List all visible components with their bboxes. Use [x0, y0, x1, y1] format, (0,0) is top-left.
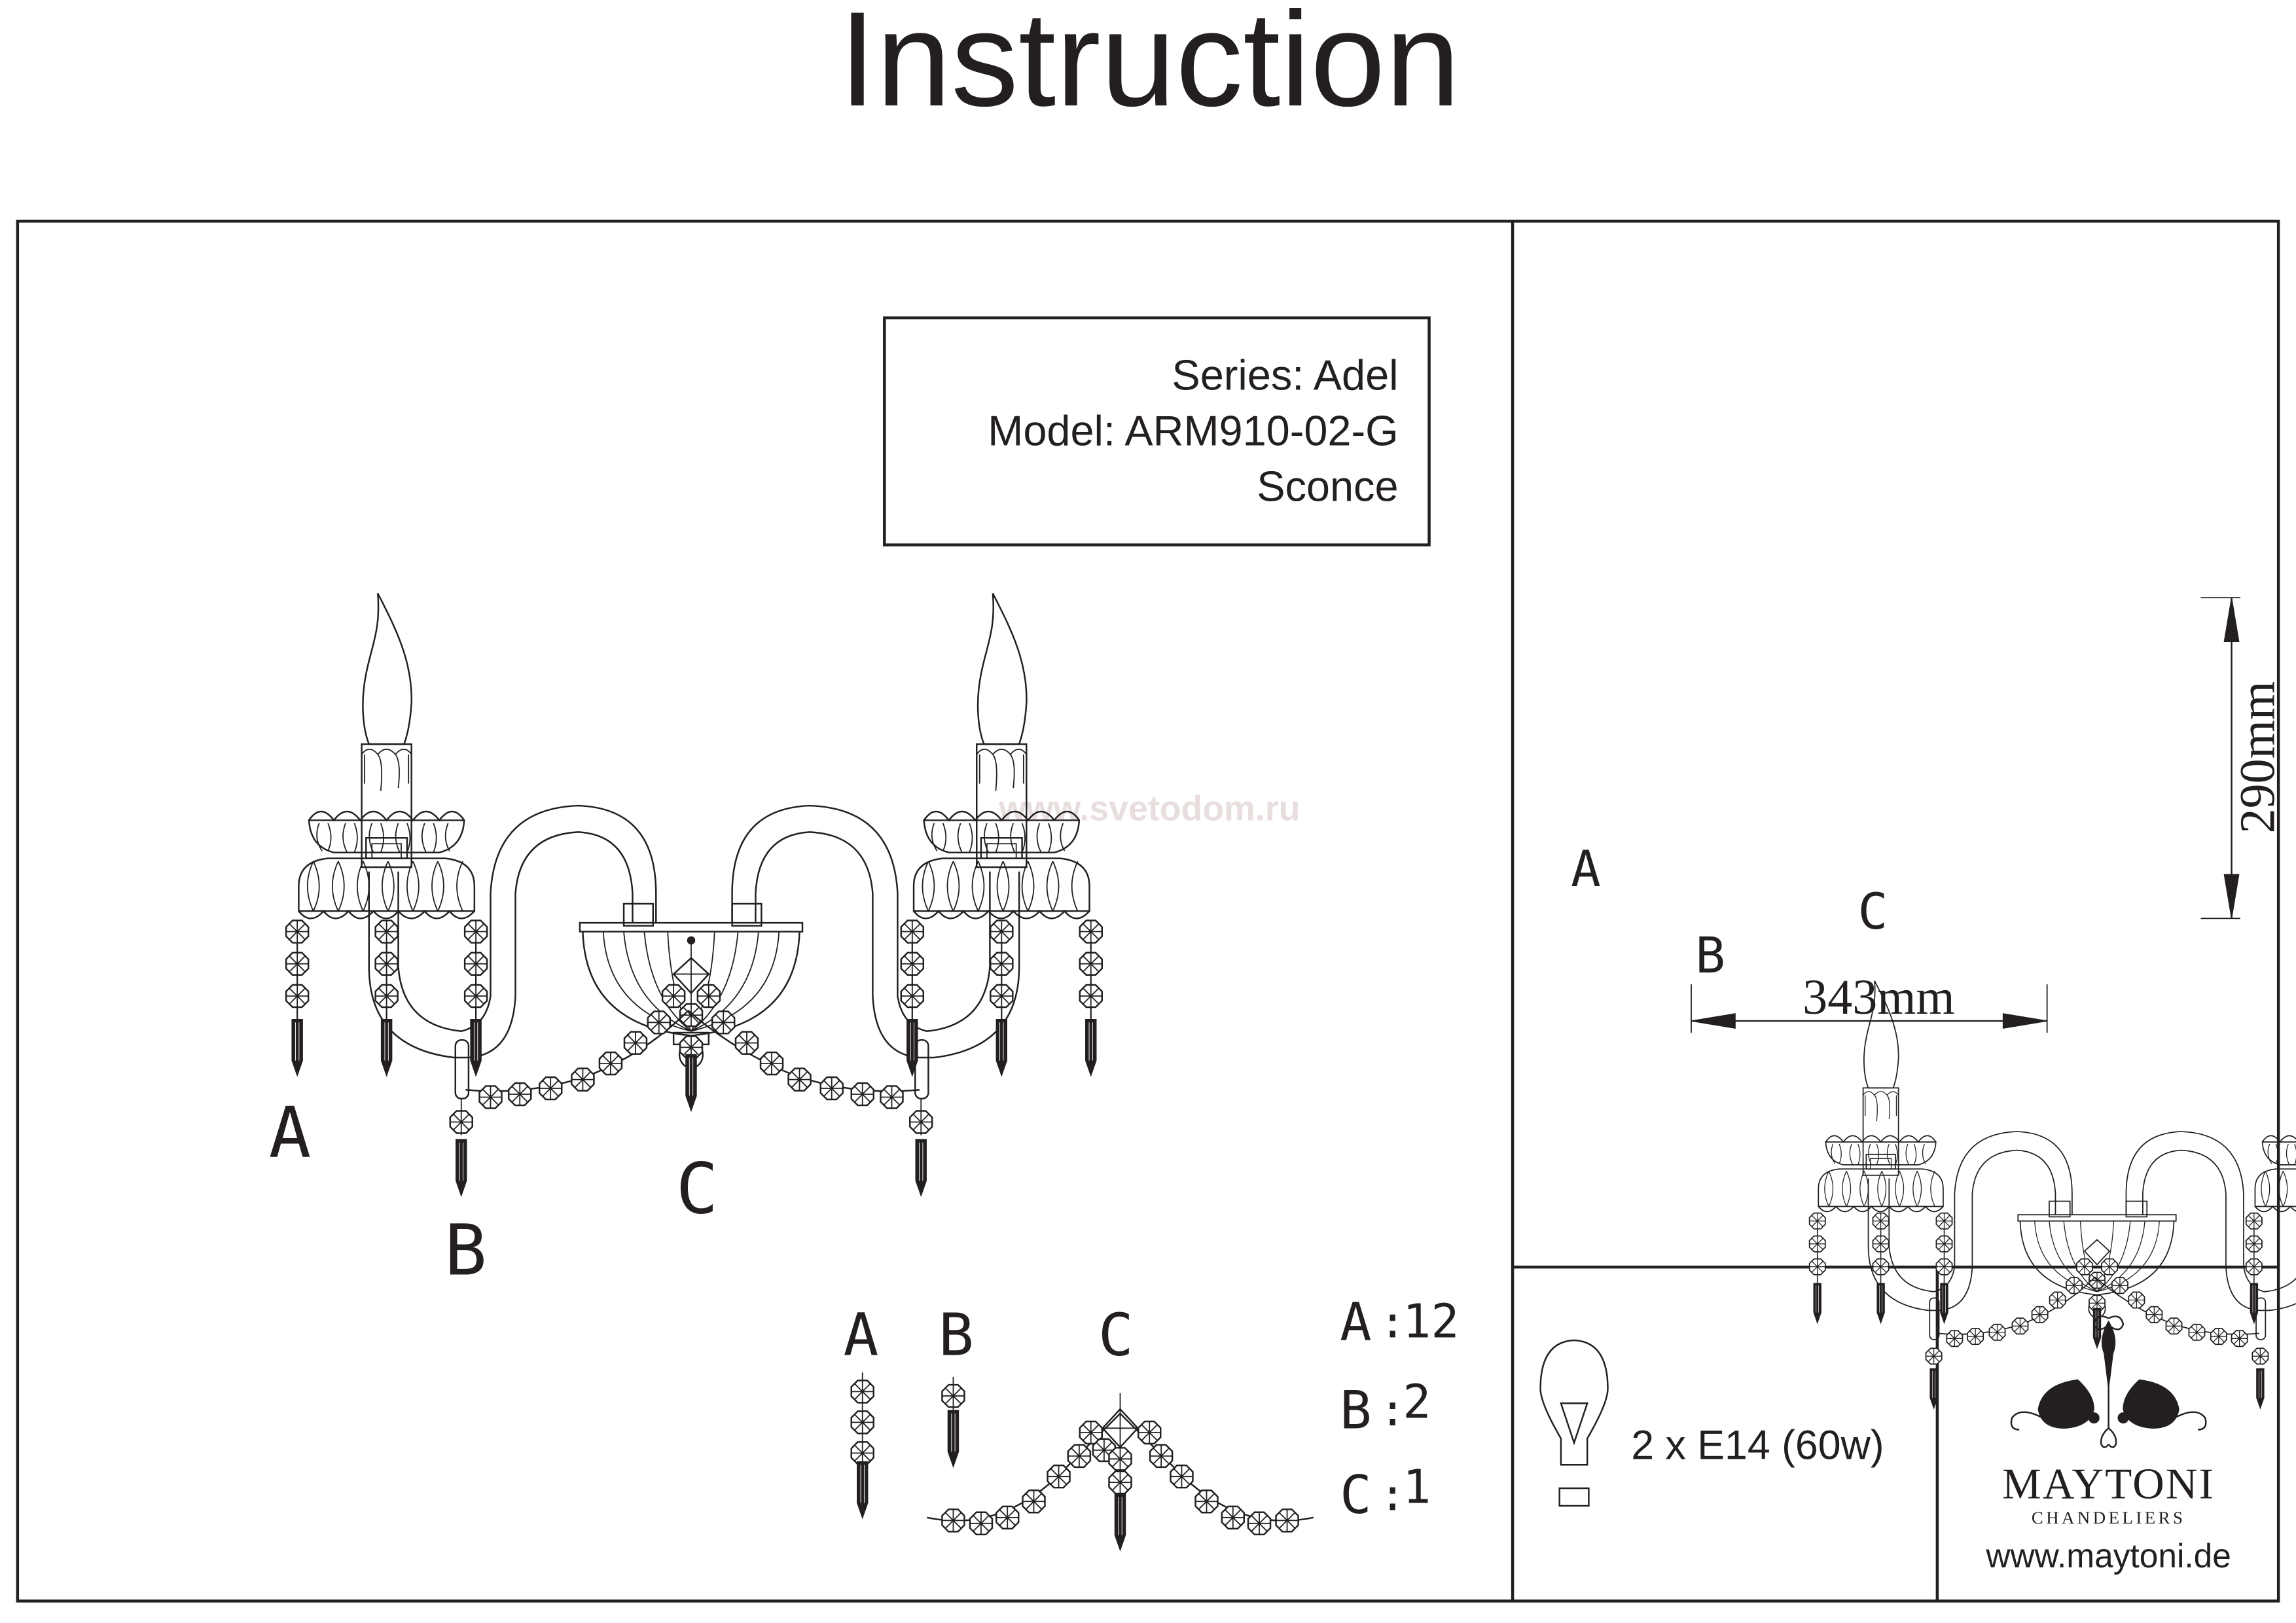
height-arrow-up-icon	[2223, 597, 2240, 643]
brand-website-link[interactable]: www.maytoni.de	[1985, 1537, 2231, 1575]
right-arm-inner	[731, 804, 991, 1032]
dim-callout-b: B	[1695, 926, 1725, 984]
legend-count-b-qty: 2	[1403, 1375, 1431, 1429]
bulb-spec: 2 x E14 (60w)	[1539, 1339, 1884, 1507]
brand-name: MAYTONI	[2002, 1459, 2215, 1508]
legend-count-a-letter: A	[1340, 1291, 1371, 1353]
part-a-drawing	[850, 1372, 874, 1518]
height-arrow-down-icon	[2223, 874, 2240, 919]
part-c-drawing	[926, 1393, 1314, 1550]
brand-tagline: CHANDELIERS	[2032, 1508, 2186, 1527]
dim-callout-c: C	[1858, 882, 1888, 940]
callout-a: A	[269, 1092, 312, 1174]
product-info-border	[883, 316, 1431, 546]
right-candle-arm	[901, 593, 1102, 1075]
page-title: Instruction	[839, 0, 1460, 134]
legend-count-c-sep: :	[1379, 1470, 1405, 1521]
legend-part-a-label: A	[844, 1301, 879, 1369]
dimension-drawing	[1810, 981, 2296, 1409]
legend-count-b-letter: B	[1340, 1379, 1371, 1440]
legend-count-a-qty: 12	[1403, 1294, 1459, 1349]
dim-callout-a: A	[1571, 840, 1601, 898]
callout-b: B	[444, 1209, 487, 1291]
legend-count-c-letter: C	[1340, 1464, 1371, 1525]
product-info-box: Series: Adel Model: ARM910-02-G Sconce	[883, 316, 1431, 546]
outer-frame	[16, 219, 2280, 1603]
light-bulb-icon	[1539, 1339, 1609, 1507]
width-arrow-right-icon	[2002, 1013, 2047, 1029]
wall-plate	[579, 921, 804, 933]
legend-part-c-label: C	[1098, 1301, 1134, 1369]
maytoni-ornament-icon	[2010, 1315, 2207, 1448]
series-label: Series: Adel	[1172, 351, 1398, 399]
part-b-drawing	[941, 1376, 965, 1467]
left-arm-inner	[397, 804, 657, 1032]
type-label: Sconce	[1257, 462, 1398, 510]
legend-count-b-sep: :	[1379, 1385, 1405, 1436]
width-label: 343mm	[1803, 970, 1954, 1025]
legend-part-b-label: B	[939, 1301, 974, 1369]
left-arm-outer	[368, 831, 634, 1059]
watermark-text: www.svetodom.ru	[998, 789, 1300, 828]
height-label: 290mm	[2230, 681, 2285, 834]
dimension-annotations: A B C 343mm 290mm	[1571, 597, 2285, 1033]
legend-count-a-sep: :	[1379, 1297, 1405, 1348]
brand-block: MAYTONI CHANDELIERS www.maytoni.de	[1985, 1315, 2231, 1575]
model-label: Model: ARM910-02-G	[988, 406, 1398, 454]
left-candle-arm	[286, 593, 487, 1075]
right-arm-outer	[755, 831, 1020, 1059]
bulb-spec-text: 2 x E14 (60w)	[1631, 1422, 1884, 1468]
parts-legend: A B C A : 12 B :	[844, 1291, 1459, 1550]
width-arrow-left-icon	[1691, 1013, 1736, 1029]
callout-c: C	[676, 1148, 719, 1230]
sconce-main-drawing: A B C	[269, 593, 1102, 1291]
legend-count-c-qty: 1	[1403, 1459, 1431, 1514]
